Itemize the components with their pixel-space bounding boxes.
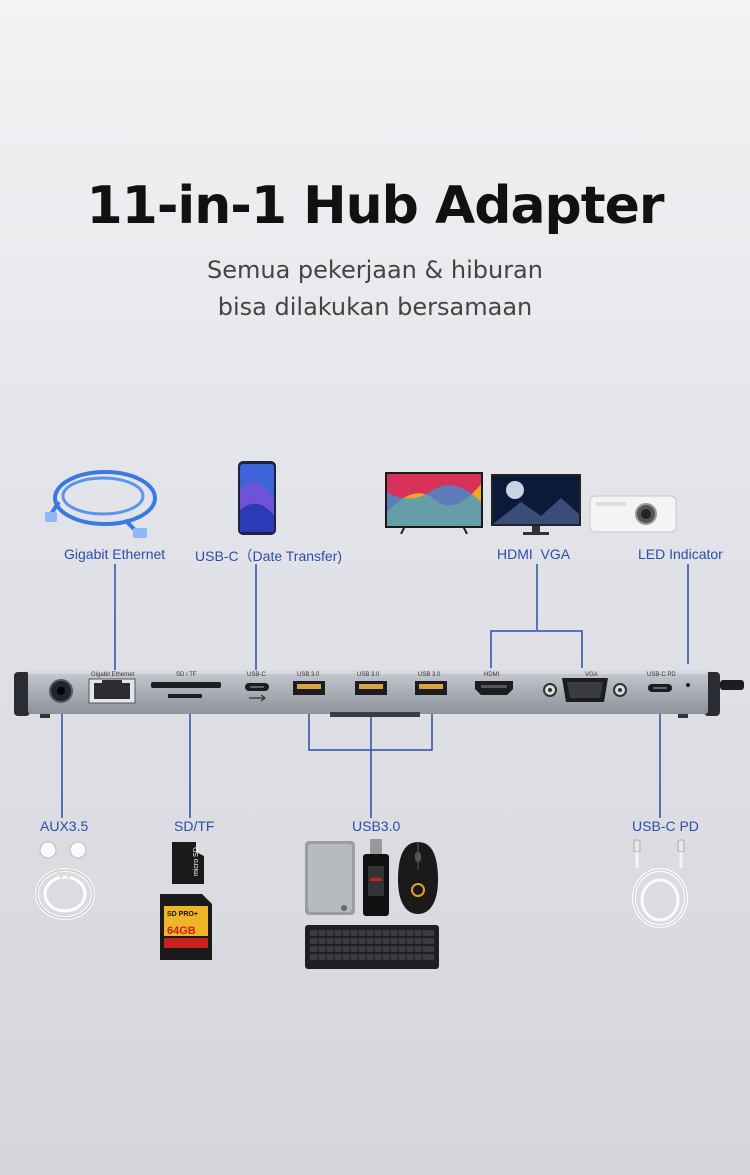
port-ethernet	[88, 678, 136, 704]
port-label-usbc-pd: USB-C PD	[647, 672, 676, 678]
earphones-icon	[35, 841, 95, 920]
label-hdmi-vga: HDMI VGA	[497, 546, 571, 562]
port-aux	[49, 679, 73, 703]
page-title: 11-in-1 Hub Adapter	[86, 176, 664, 236]
svg-text:USB 3.0: USB 3.0	[357, 672, 380, 678]
external-hard-drive-icon	[305, 841, 355, 915]
svg-text:USB 3.0: USB 3.0	[297, 672, 320, 678]
label-usbc-pd: USB-C PD	[632, 818, 699, 834]
svg-text:USB-C: USB-C	[247, 672, 266, 678]
port-label-usb3-1: USB 3.0	[297, 672, 320, 678]
usb-flash-drive-icon	[363, 839, 389, 916]
svg-text:micro SD: micro SD	[193, 847, 200, 876]
port-label-sdtf: SD / TF	[176, 672, 197, 678]
label-led-indicator: LED Indicator	[638, 546, 723, 562]
port-label-vga: VGA	[585, 672, 598, 678]
port-vga	[543, 678, 627, 702]
port-label-usbc: USB-C	[247, 672, 266, 678]
svg-text:USB 3.0: USB 3.0	[418, 672, 441, 678]
port-sdtf	[151, 682, 221, 698]
micro-sd-card-icon: micro SD	[172, 842, 204, 884]
svg-text:SD PRO+: SD PRO+	[167, 911, 198, 918]
label-usb30: USB3.0	[352, 818, 401, 834]
tv-icon	[385, 472, 483, 534]
label-aux: AUX3.5	[40, 818, 89, 834]
label-usbc-data: USB-C（Date Transfer)	[195, 548, 343, 564]
port-label-usb3-2: USB 3.0	[357, 672, 380, 678]
led-indicator-icon	[686, 683, 690, 687]
port-usb3-1	[293, 681, 325, 695]
svg-text:VGA: VGA	[585, 672, 598, 678]
svg-text:64GB: 64GB	[167, 925, 196, 937]
port-label-ethernet: Gigabit Ethernet	[91, 672, 135, 678]
port-usb3-3	[415, 681, 447, 695]
svg-text:HDMI: HDMI	[484, 672, 500, 678]
projector-icon	[589, 495, 677, 533]
label-sdtf: SD/TF	[174, 818, 215, 834]
port-usbc	[245, 683, 269, 702]
svg-text:USB-C PD: USB-C PD	[647, 672, 676, 678]
subtitle-line-2: bisa dilakukan bersamaan	[217, 293, 533, 321]
subtitle-line-1: Semua pekerjaan & hiburan	[207, 256, 543, 284]
usb-c-cable-icon	[632, 839, 688, 928]
keyboard-icon	[305, 925, 439, 969]
port-hdmi	[475, 681, 513, 695]
svg-text:Gigabit Ethernet: Gigabit Ethernet	[91, 672, 135, 678]
port-label-usb3-3: USB 3.0	[418, 672, 441, 678]
port-usbc-pd	[648, 684, 672, 692]
gaming-mouse-icon	[398, 842, 438, 914]
svg-text:SD / TF: SD / TF	[176, 672, 197, 678]
port-usb3-2	[355, 681, 387, 695]
smartphone-icon	[238, 461, 276, 535]
port-label-hdmi: HDMI	[484, 672, 500, 678]
ethernet-cable-icon	[45, 470, 157, 538]
label-gigabit-ethernet: Gigabit Ethernet	[64, 546, 166, 562]
monitor-icon	[491, 474, 581, 535]
sd-card-icon: SD PRO+ 64GB	[160, 894, 212, 960]
